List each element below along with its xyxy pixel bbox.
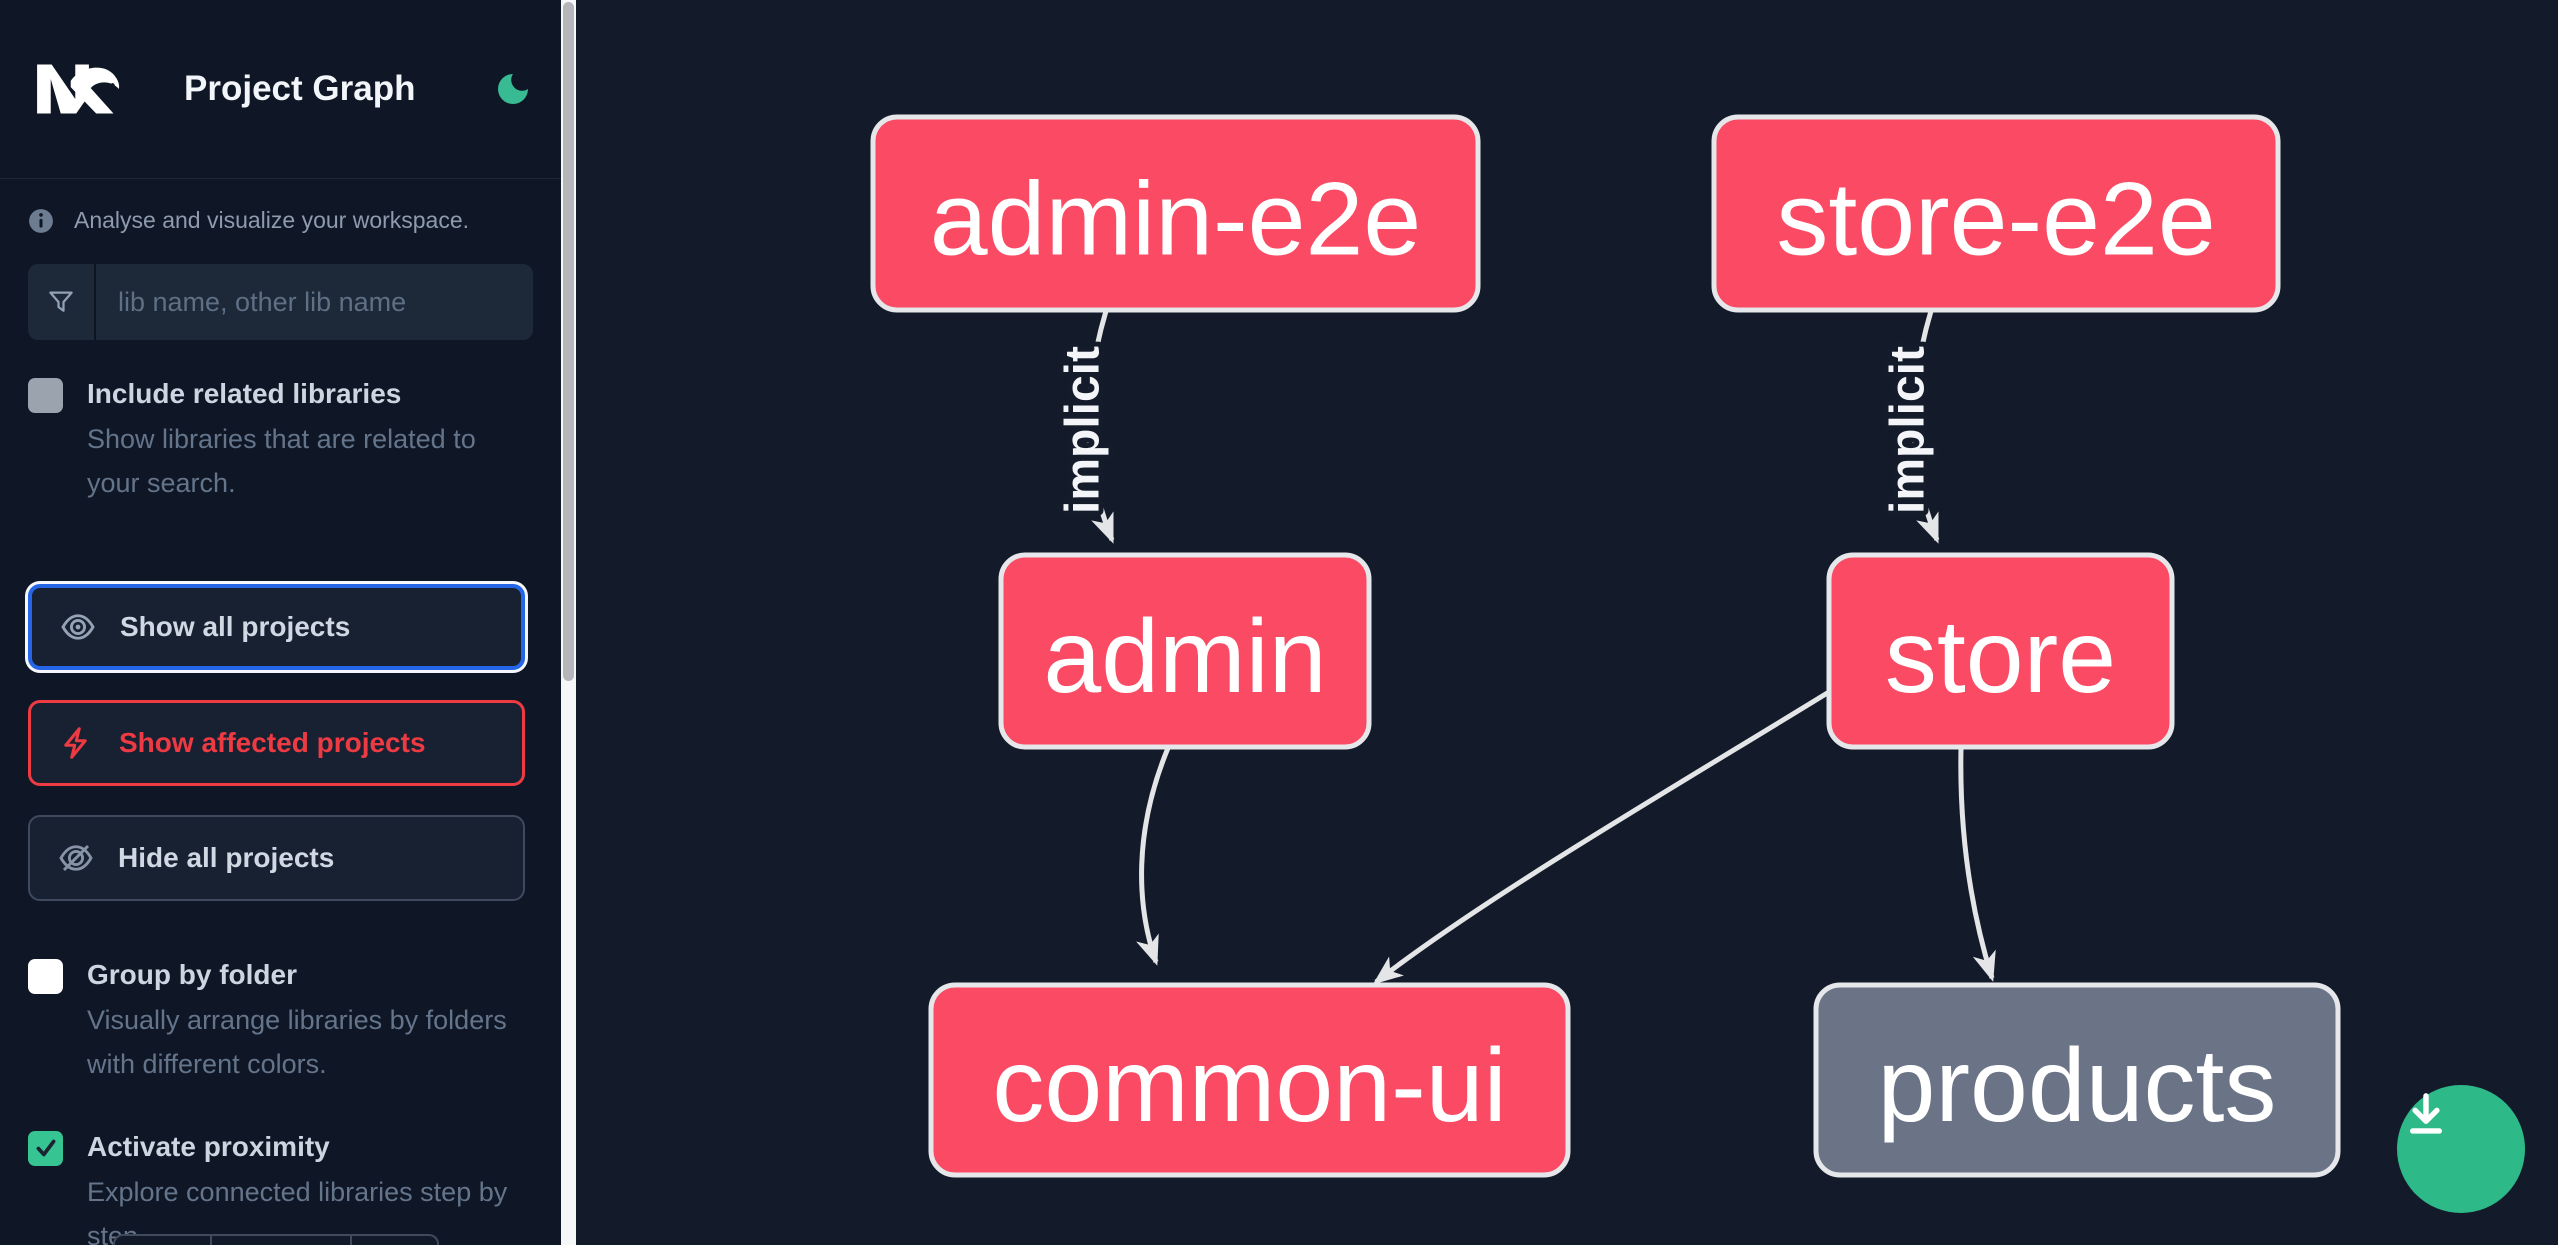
search-input[interactable] bbox=[96, 264, 533, 340]
nx-logo-icon bbox=[37, 64, 120, 114]
download-graph-button[interactable] bbox=[2397, 1085, 2525, 1213]
activate-proximity-checkbox[interactable] bbox=[28, 1130, 63, 1166]
graph-node-store[interactable]: store bbox=[1826, 552, 2175, 750]
sidebar-scrollbar-thumb[interactable] bbox=[563, 2, 574, 681]
node-label: common-ui bbox=[992, 1028, 1506, 1144]
graph-node-admin-e2e[interactable]: admin-e2e bbox=[870, 114, 1481, 313]
node-label: admin bbox=[1043, 599, 1326, 715]
button-label: Show affected projects bbox=[119, 726, 426, 758]
graph-edge-admin-e2e-admin bbox=[1086, 310, 1115, 544]
node-label: store-e2e bbox=[1776, 162, 2215, 278]
edge-label-implicit: implicit bbox=[1882, 346, 1935, 514]
node-label: admin-e2e bbox=[930, 162, 1421, 278]
graph-edge-store-e2e-store bbox=[1911, 310, 1940, 544]
graph-canvas[interactable]: admin-e2e store-e2e admin store common-ui pro… bbox=[576, 0, 2558, 1245]
show-all-projects-button[interactable]: Show all projects bbox=[28, 583, 525, 670]
graph-edge-store-products bbox=[1958, 747, 1996, 982]
proximity-stepper-partial[interactable] bbox=[113, 1234, 439, 1245]
checkbox-label: Activate proximity bbox=[87, 1130, 330, 1162]
checkbox-label: Group by folder bbox=[87, 958, 297, 990]
sidebar: Project Graph Analyse and visualize your… bbox=[0, 0, 561, 1245]
activate-proximity-row: Activate proximity Explore connected lib… bbox=[0, 1129, 561, 1245]
graph-edge-admin-common-ui bbox=[1136, 747, 1171, 966]
graph-node-products[interactable]: products bbox=[1813, 982, 2341, 1178]
page-title: Project Graph bbox=[184, 69, 416, 108]
eye-icon bbox=[61, 614, 95, 640]
tagline-text: Analyse and visualize your workspace. bbox=[74, 207, 470, 233]
sidebar-scrollbar-track bbox=[561, 0, 576, 1245]
workspace-tagline: Analyse and visualize your workspace. bbox=[28, 207, 533, 234]
graph-node-store-e2e[interactable]: store-e2e bbox=[1711, 114, 2281, 313]
moon-icon bbox=[498, 74, 528, 104]
graph-node-common-ui[interactable]: common-ui bbox=[928, 982, 1571, 1178]
filter-icon-cell bbox=[28, 264, 96, 340]
show-affected-projects-button[interactable]: Show affected projects bbox=[28, 699, 525, 786]
include-related-row: Include related libraries Show libraries… bbox=[0, 376, 561, 506]
graph-area: admin-e2e store-e2e admin store common-ui pro… bbox=[576, 0, 2558, 1245]
graph-node-admin[interactable]: admin bbox=[998, 552, 1372, 750]
info-icon bbox=[29, 208, 53, 233]
theme-toggle-button[interactable] bbox=[493, 69, 533, 109]
button-label: Hide all projects bbox=[118, 841, 335, 873]
group-by-folder-row: Group by folder Visually arrange librari… bbox=[0, 957, 561, 1087]
stepper-divider bbox=[210, 1236, 212, 1245]
check-icon bbox=[36, 1139, 55, 1157]
filter-icon bbox=[49, 291, 73, 312]
bolt-icon bbox=[64, 727, 87, 759]
sidebar-header: Project Graph bbox=[0, 0, 561, 179]
include-related-checkbox[interactable] bbox=[28, 378, 63, 413]
download-icon bbox=[2409, 1093, 2443, 1134]
checkbox-description: Show libraries that are related to your … bbox=[87, 424, 476, 499]
node-label: store bbox=[1885, 599, 2116, 715]
checkbox-description: Visually arrange libraries by folders wi… bbox=[87, 1005, 507, 1079]
edge-label-implicit: implicit bbox=[1057, 346, 1110, 514]
button-label: Show all projects bbox=[120, 610, 351, 642]
hide-all-projects-button[interactable]: Hide all projects bbox=[28, 814, 525, 901]
stepper-divider bbox=[350, 1236, 352, 1245]
checkbox-label: Include related libraries bbox=[87, 378, 402, 409]
group-by-folder-checkbox[interactable] bbox=[28, 958, 63, 994]
node-label: products bbox=[1878, 1028, 2277, 1144]
search-box bbox=[28, 264, 533, 340]
eye-off-icon bbox=[59, 844, 93, 871]
graph-edge-store-common-ui bbox=[1372, 689, 1831, 985]
